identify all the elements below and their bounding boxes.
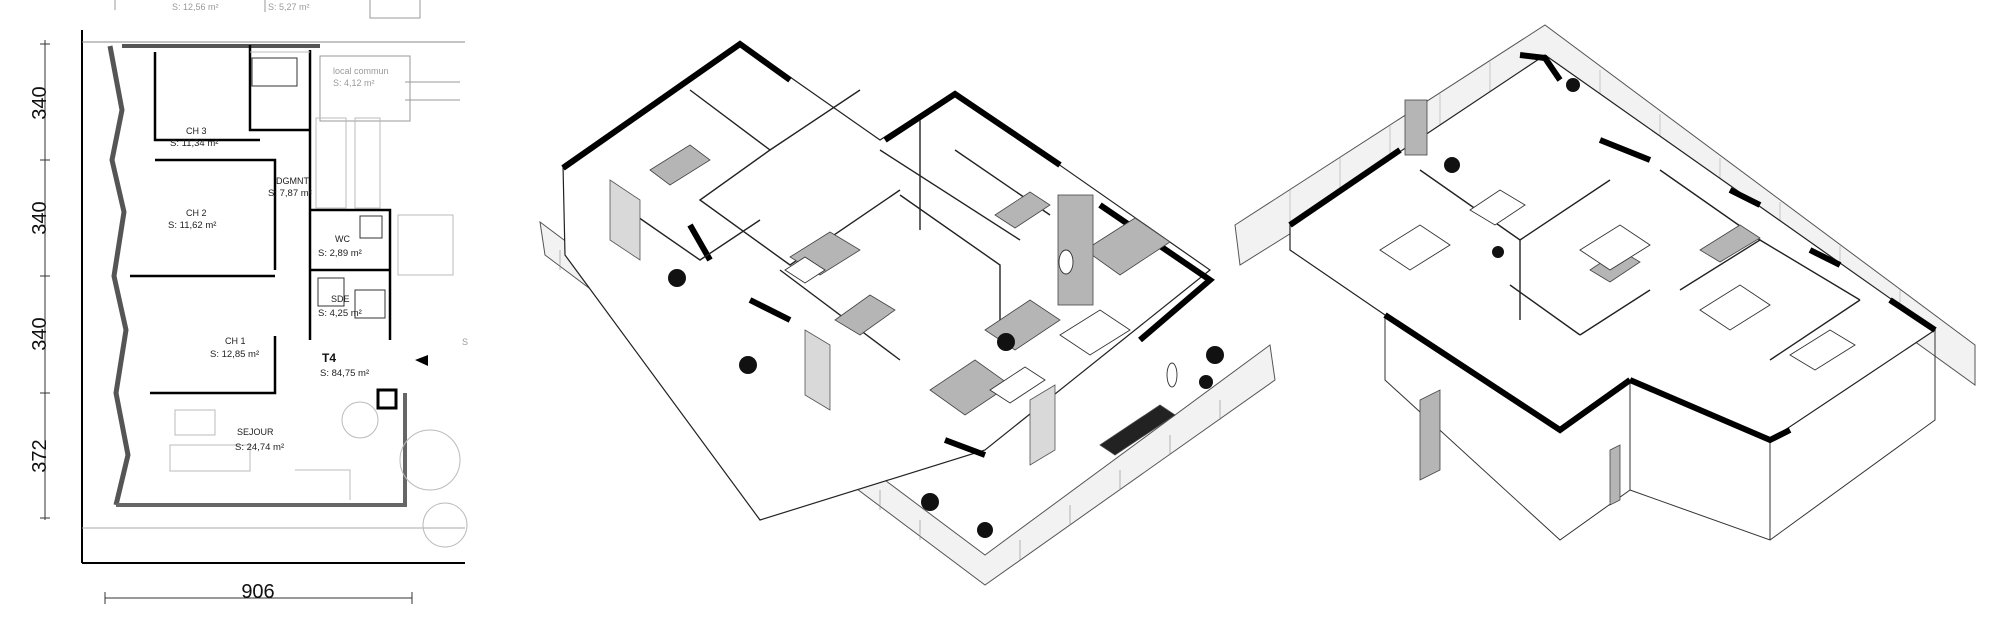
room-name-local: local commun [333, 66, 389, 76]
floor-plan: 340 340 340 372 906 S: 12,56 m² S: 5,27 … [29, 0, 468, 604]
room-area-sde: S: 4,25 m² [318, 308, 362, 319]
room-name-ch3: CH 3 [186, 126, 207, 136]
room-name-sejour: SEJOUR [237, 427, 274, 437]
room-area-ch2: S: 11,62 m² [168, 220, 216, 231]
unit-area: S: 84,75 m² [320, 368, 369, 379]
room-name-dgmnt: DGMNT [276, 176, 309, 186]
dimension-row-3: 340 [29, 317, 51, 350]
room-area-local: S: 4,12 m² [333, 78, 375, 88]
room-name-sde: SDE [331, 294, 350, 304]
unit-name: T4 [322, 351, 336, 365]
room-name-wc: WC [335, 234, 350, 244]
entrance-arrow-icon [415, 355, 428, 366]
dimension-row-4: 372 [29, 439, 51, 472]
room-area-wc: S: 2,89 m² [318, 248, 362, 259]
edge-letter: S [462, 337, 468, 347]
axonometric-view-furnished [539, 40, 1276, 586]
room-area-ch3: S: 11,34 m² [170, 138, 218, 149]
room-area-sejour: S: 24,74 m² [235, 442, 284, 453]
dimension-width: 906 [241, 581, 274, 603]
room-name-ch1: CH 1 [225, 336, 246, 346]
dimension-row-1: 340 [29, 86, 51, 119]
axonometric-view-outline [1234, 24, 1976, 541]
room-area-top-left: S: 12,56 m² [172, 2, 219, 12]
room-name-ch2: CH 2 [186, 208, 207, 218]
dimension-row-2: 340 [29, 201, 51, 234]
room-area-ch1: S: 12,85 m² [210, 349, 259, 360]
room-area-top-mid: S: 5,27 m² [268, 2, 310, 12]
room-area-dgmnt: S: 7,87 m² [268, 188, 312, 199]
